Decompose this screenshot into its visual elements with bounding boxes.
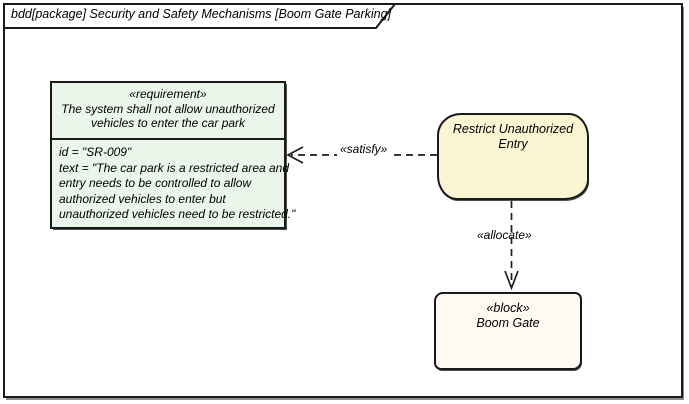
satisfy-label: «satisfy»: [337, 142, 391, 157]
activity-node-restrict-unauthorized-entry[interactable]: Restrict Unauthorized Entry: [437, 113, 589, 200]
block-name: Boom Gate: [476, 316, 540, 330]
activity-label: Restrict Unauthorized Entry: [452, 122, 574, 151]
diagram-title-tab: [3, 3, 398, 29]
title-tab-shape: [3, 3, 398, 29]
block-node-boom-gate[interactable]: «block» Boom Gate: [434, 292, 582, 370]
diagram-title: bdd[package] Security and Safety Mechani…: [11, 7, 392, 21]
satisfy-arrowhead-icon: [286, 146, 304, 164]
block-stereotype: «block»: [486, 301, 530, 315]
allocate-label: «allocate»: [477, 228, 532, 242]
allocate-arrowhead-icon: [504, 270, 519, 291]
requirement-header: «requirement» The system shall not allow…: [52, 83, 284, 140]
requirement-name: The system shall not allow unauthorized …: [61, 101, 275, 131]
requirement-id: id = "SR-009": [59, 145, 132, 159]
requirement-stereotype: «requirement»: [129, 87, 207, 101]
requirement-node[interactable]: «requirement» The system shall not allow…: [50, 81, 295, 229]
